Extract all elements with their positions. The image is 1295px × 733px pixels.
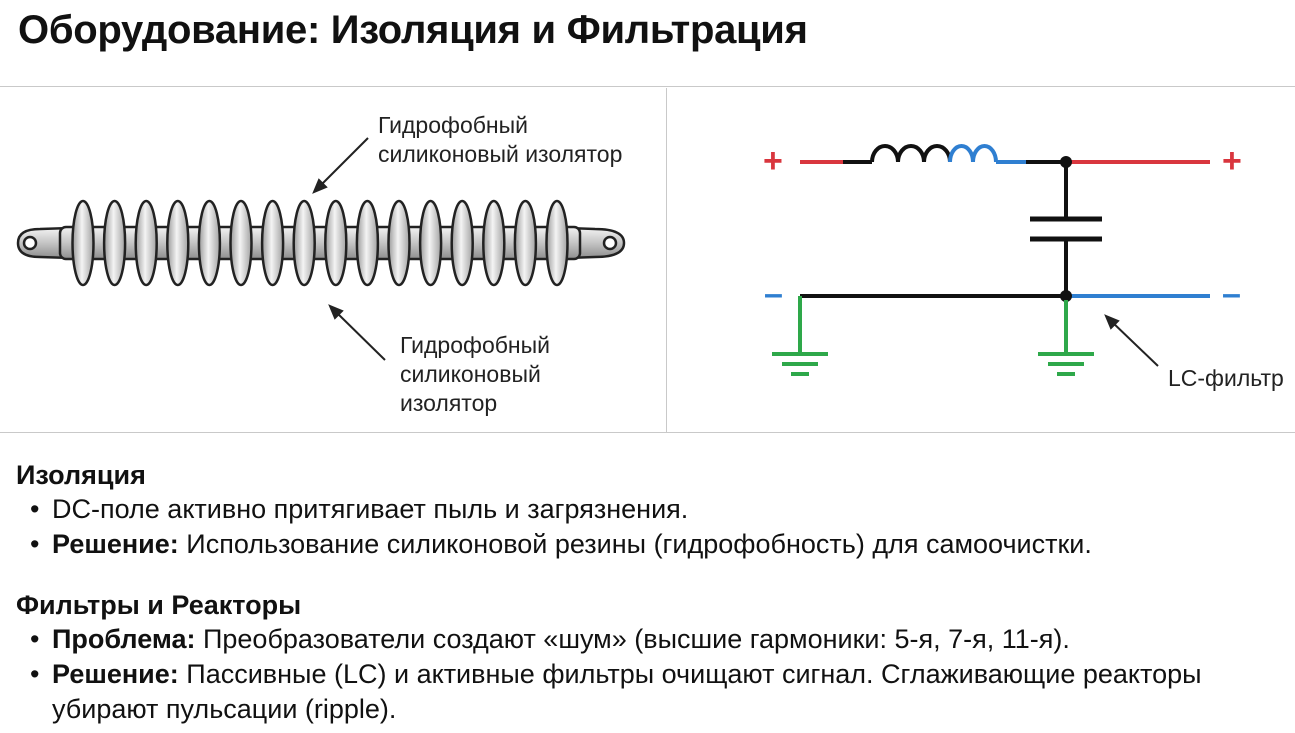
insulator-shed bbox=[134, 199, 158, 287]
bullet-text: DC-поле активно притягивает пыль и загря… bbox=[52, 494, 689, 524]
insulator-shed bbox=[260, 199, 285, 287]
insulator-shed bbox=[545, 199, 569, 287]
isolation-bullets: • DC-поле активно притягивает пыль и загр… bbox=[16, 492, 1092, 562]
insulator-label-bottom: Гидрофобный силиконовый изолятор bbox=[400, 331, 550, 418]
end-fitting-left bbox=[16, 226, 72, 260]
insulator-shed bbox=[102, 199, 127, 287]
page-title: Оборудование: Изоляция и Фильтрация bbox=[18, 8, 808, 52]
insulator-shed bbox=[292, 199, 316, 287]
bullet-dot: • bbox=[30, 494, 40, 524]
lc-filter-label: LC-фильтр bbox=[1168, 365, 1284, 391]
insulator-shed bbox=[450, 199, 474, 287]
insulator-label-top-line-1: Гидрофобный bbox=[378, 112, 528, 138]
end-fitting-right bbox=[566, 226, 626, 260]
plus-terminal-left: + bbox=[763, 142, 783, 180]
insulator-label-top: Гидрофобный силиконовый изолятор bbox=[378, 111, 622, 169]
insulator-shed bbox=[418, 199, 443, 287]
bullet-dot: • bbox=[30, 659, 40, 689]
bullet-bold: Решение: bbox=[52, 659, 179, 689]
insulator-shed bbox=[513, 199, 538, 287]
junction-bottom bbox=[1060, 290, 1072, 302]
insulator-shed bbox=[355, 199, 380, 287]
insulator-shed bbox=[71, 199, 95, 287]
filters-section: Фильтры и Реакторы • Проблема: Преобразов… bbox=[16, 588, 1262, 727]
lc-filter-arrow bbox=[1104, 314, 1159, 367]
plus-terminal-right: + bbox=[1222, 142, 1242, 180]
divider-top bbox=[0, 86, 1295, 87]
silicone-insulator-illustration bbox=[16, 137, 626, 361]
isolation-section: Изоляция • DC-поле активно притягивает пы… bbox=[16, 458, 1092, 562]
bullet-text: Преобразователи создают «шум» (высшие га… bbox=[195, 624, 1070, 654]
bullet-dot: • bbox=[30, 624, 40, 654]
divider-bottom bbox=[0, 432, 1295, 433]
insulator-shed bbox=[229, 199, 253, 287]
junction-top bbox=[1060, 156, 1072, 168]
inductor-coil bbox=[870, 144, 998, 163]
ground-symbol-right bbox=[1038, 300, 1094, 376]
insulator-shed bbox=[197, 199, 222, 287]
bullet-text: Пассивные (LC) и активные фильтры очищаю… bbox=[52, 659, 1202, 724]
insulator-label-bottom-line-2: силиконовый bbox=[400, 361, 541, 387]
lc-filter-schematic: + + – – LC bbox=[763, 142, 1284, 391]
bullet-bold: Проблема: bbox=[52, 624, 196, 654]
bullet-text: Использование силиконовой резины (гидроф… bbox=[178, 529, 1092, 559]
insulator-label-top-line-2: силиконовый изолятор bbox=[378, 141, 623, 167]
list-item: • DC-поле активно притягивает пыль и загр… bbox=[16, 492, 1092, 527]
insulator-sheds bbox=[71, 199, 569, 287]
label-arrow-top bbox=[312, 137, 369, 194]
insulator-shed bbox=[166, 199, 190, 287]
filters-heading: Фильтры и Реакторы bbox=[16, 590, 302, 620]
label-arrow-bottom bbox=[328, 304, 386, 361]
insulator-label-bottom-line-3: изолятор bbox=[400, 390, 498, 416]
list-item: • Проблема: Преобразователи создают «шум»… bbox=[16, 622, 1262, 657]
insulator-shed bbox=[324, 199, 348, 287]
isolation-heading: Изоляция bbox=[16, 460, 146, 490]
list-item: • Решение: Использование силиконовой рези… bbox=[16, 527, 1092, 562]
filters-bullets: • Проблема: Преобразователи создают «шум»… bbox=[16, 622, 1262, 727]
insulator-label-bottom-line-1: Гидрофобный bbox=[400, 332, 550, 358]
insulator-shed bbox=[482, 199, 506, 287]
divider-vertical bbox=[666, 88, 667, 432]
insulator-shed bbox=[387, 199, 411, 287]
bullet-dot: • bbox=[30, 529, 40, 559]
bullet-bold: Решение: bbox=[52, 529, 179, 559]
minus-terminal-left: – bbox=[764, 275, 783, 313]
capacitor bbox=[1030, 162, 1102, 296]
ground-symbol-left bbox=[772, 296, 828, 376]
insulator-core-rod bbox=[58, 225, 582, 261]
minus-terminal-right: – bbox=[1222, 275, 1241, 313]
list-item: • Решение: Пассивные (LC) и активные филь… bbox=[16, 657, 1262, 727]
